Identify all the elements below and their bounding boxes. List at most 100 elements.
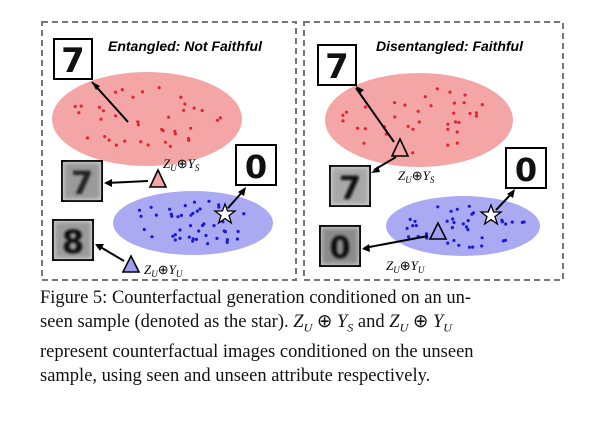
cluster-dot (413, 219, 417, 223)
cluster-dot (101, 109, 106, 113)
digit-glyph-unseen: 0 (330, 231, 351, 266)
label-zu-yu: ZU⊕YU (386, 258, 425, 275)
cluster-dot (393, 115, 397, 119)
cluster-dot (195, 209, 199, 213)
arrow-line-top (91, 81, 129, 123)
cluster-dot (187, 235, 191, 239)
arrow-head-seen (371, 166, 380, 173)
cluster-dot (107, 138, 111, 142)
cluster-dot (168, 144, 172, 148)
seen-triangle (148, 168, 168, 188)
cluster-dot (411, 127, 415, 131)
cluster-dot (192, 200, 197, 204)
cluster-dot (363, 127, 367, 131)
digit-glyph-star: 0 (245, 148, 267, 186)
cluster-dot (466, 219, 470, 223)
cluster-dot (471, 245, 475, 249)
cluster-dot (189, 213, 193, 217)
cluster-dot (480, 236, 484, 240)
cluster-dot (453, 120, 458, 124)
arrow-line-unseen (363, 235, 429, 249)
cluster-dot (146, 143, 150, 147)
cluster-dot (157, 86, 161, 90)
cluster-dot (510, 220, 514, 224)
cluster-dot (406, 124, 410, 128)
cluster-dot (183, 102, 187, 106)
left-panel-title: Entangled: Not Faithful (108, 38, 263, 54)
digit-image-top (53, 38, 93, 80)
cluster-dot (150, 235, 154, 239)
cluster-dot (114, 143, 118, 147)
arrow-head-unseen (362, 244, 370, 252)
cluster-dot (178, 228, 182, 232)
cluster-dot (154, 213, 158, 217)
cluster-dot (242, 212, 246, 216)
left-panel-border (41, 21, 297, 281)
cluster-dot (341, 119, 345, 123)
cluster-dot (179, 95, 183, 99)
star-marker (213, 202, 237, 225)
cluster-dot (176, 215, 180, 219)
cluster-dot (341, 113, 345, 117)
cluster-dot (173, 132, 177, 136)
cluster-dot (217, 205, 221, 209)
arrow-line-top (355, 87, 395, 143)
digit-glyph-star: 0 (515, 151, 537, 189)
cluster-dot (408, 217, 412, 221)
unseen-triangle (121, 254, 141, 273)
cluster-dot (215, 236, 219, 240)
right-panel-border (303, 21, 564, 281)
arrow-head-top (92, 82, 100, 90)
cluster-dot (423, 95, 427, 99)
cluster-dot (139, 214, 143, 218)
right-panel: Disentangled: Faithful 7 7 ZU⊕YS 0 0 (303, 21, 564, 281)
seen-cluster (325, 73, 513, 167)
cluster-dot (474, 111, 478, 115)
cluster-dot (522, 220, 526, 224)
cluster-dot (452, 111, 456, 115)
cluster-dot (356, 126, 360, 130)
cluster-dot (139, 140, 143, 144)
cluster-dot (457, 243, 461, 247)
cluster-dot (136, 123, 140, 127)
arrow-line-seen (105, 180, 149, 184)
cluster-dot (474, 114, 479, 118)
cluster-dot (435, 87, 439, 91)
cluster-dot (480, 103, 484, 107)
caption-line-3: represent counterfactual images conditio… (40, 341, 474, 362)
cluster-dot (137, 208, 142, 212)
caption-line-2: seen sample (denoted as the star). ZU ⊕ … (40, 312, 452, 335)
arrow-head-star (507, 189, 515, 198)
cluster-dot (480, 244, 484, 248)
cluster-dot (206, 242, 210, 246)
cluster-dot (462, 101, 466, 105)
cluster-dot (194, 237, 198, 241)
cluster-dot (169, 212, 173, 216)
cluster-dot (467, 204, 471, 208)
seen-cluster-dots (73, 86, 222, 148)
cluster-dot (403, 103, 407, 107)
cluster-dot (236, 229, 240, 234)
cluster-dot (161, 129, 165, 133)
cluster-dot (414, 224, 418, 228)
cluster-dot (182, 108, 186, 112)
cluster-dot (204, 233, 208, 238)
cluster-dot (173, 238, 177, 242)
cluster-dot (416, 109, 420, 113)
cluster-dot (200, 223, 205, 228)
digit-glyph-top: 7 (61, 41, 85, 81)
cluster-dot (463, 93, 467, 97)
digit-glyph-unseen: 8 (62, 223, 84, 261)
cluster-dot (207, 199, 211, 203)
right-panel-title: Disentangled: Faithful (376, 38, 524, 54)
arrow-head-seen (104, 179, 112, 187)
cluster-dot (218, 116, 222, 120)
cluster-dot (179, 213, 183, 217)
cluster-dot (393, 101, 397, 105)
cluster-dot (455, 141, 459, 145)
cluster-dot (455, 130, 459, 134)
caption-line-4: sample, using seen and unseen attribute … (40, 365, 431, 386)
cluster-dot (225, 238, 229, 242)
star-marker (479, 203, 503, 226)
cluster-dot (448, 90, 452, 94)
